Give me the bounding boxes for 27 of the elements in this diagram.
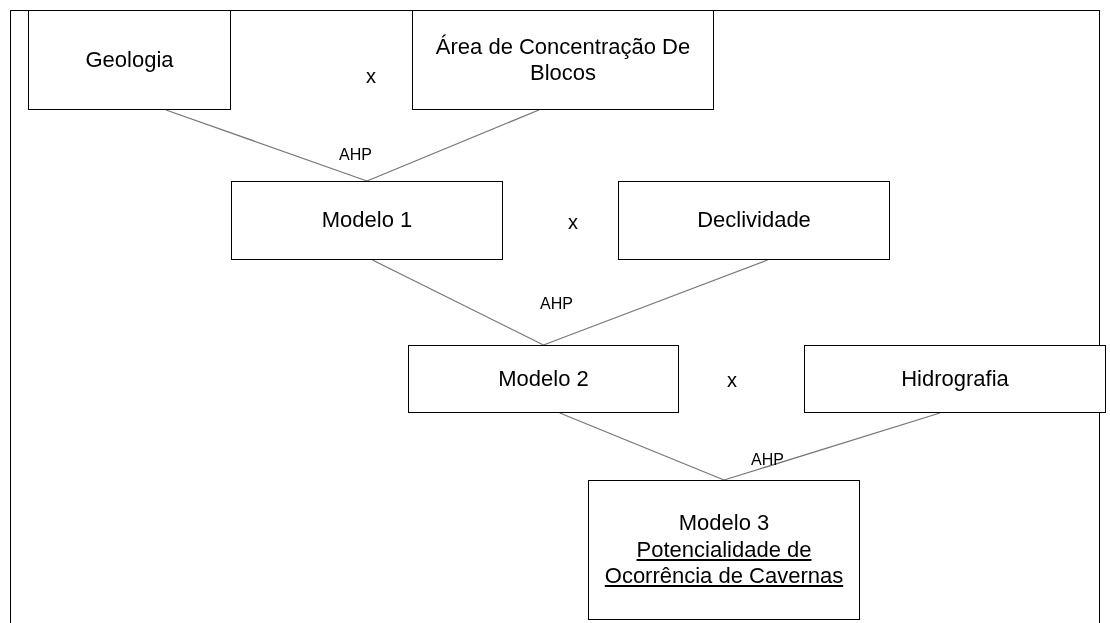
box-text: Declividade <box>697 207 811 234</box>
process-box <box>408 345 679 413</box>
box-text: Geologia <box>85 46 174 74</box>
process-box <box>618 181 890 260</box>
connector-line <box>559 412 725 481</box>
process-box <box>412 10 714 110</box>
method-label: AHP <box>339 147 372 163</box>
box-text: Área de Concentração De Blocos <box>434 33 692 87</box>
connector-line <box>542 259 769 346</box>
process-box <box>28 10 231 110</box>
operator-label: x <box>366 66 376 86</box>
method-label: AHP <box>751 452 784 468</box>
process-box <box>588 480 860 620</box>
box-text: Modelo 2 <box>498 365 589 393</box>
connector-line <box>366 109 540 182</box>
operator-label: x <box>727 370 737 390</box>
connector-line <box>723 412 941 481</box>
process-box <box>231 181 503 260</box>
connector-line <box>165 109 368 182</box>
method-label: AHP <box>540 296 573 312</box>
box-text: Modelo 3 <box>678 510 770 537</box>
process-box <box>804 345 1106 413</box>
box-text: Hidrografia <box>901 365 1009 393</box>
connector-line <box>371 259 545 346</box>
operator-label: x <box>568 212 578 232</box>
box-text: Modelo 1 <box>321 207 413 234</box>
box-subtitle: Potencialidade de Ocorrência de Cavernas <box>603 536 845 590</box>
